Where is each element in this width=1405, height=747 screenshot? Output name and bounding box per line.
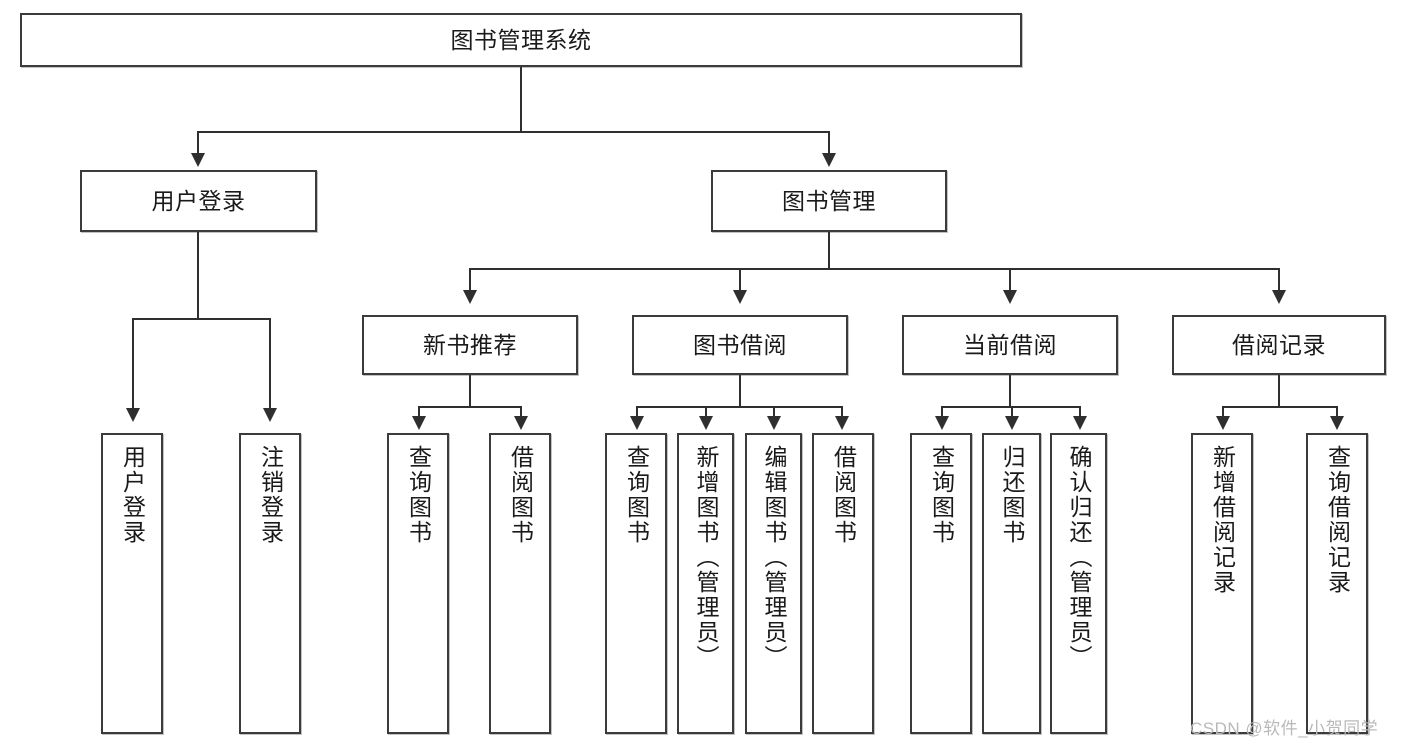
arrow-to-borrow-record — [1272, 290, 1286, 304]
edge-user-login-bus — [132, 318, 269, 320]
leaf-label: 注销登录 — [257, 445, 284, 545]
node-label: 当前借阅 — [963, 331, 1057, 358]
node-label: 图书管理系统 — [450, 26, 592, 53]
node-label: 图书借阅 — [693, 331, 787, 358]
arrow-to-leaf-logout — [263, 408, 277, 422]
leaf-borrow-book[interactable]: 借阅图书 — [812, 433, 874, 734]
edge-new-book-drop-2 — [520, 406, 522, 418]
edge-book-borrow-drop-3 — [773, 406, 775, 418]
leaf-add-borrow-record[interactable]: 新增借阅记录 — [1191, 433, 1253, 734]
edge-borrow-record-stem — [1278, 375, 1280, 408]
leaf-label: 查询图书 — [623, 445, 650, 545]
arrow-to-leaf-add-record — [1216, 416, 1230, 430]
arrow-to-new-book-recommend — [463, 290, 477, 304]
leaf-user-login[interactable]: 用户登录 — [101, 433, 163, 734]
node-label: 新书推荐 — [423, 331, 517, 358]
leaf-confirm-return-admin[interactable]: 确认归还（管理员） — [1050, 433, 1107, 734]
node-label: 用户登录 — [151, 187, 246, 214]
edge-borrow-record-drop-1 — [1222, 406, 1224, 418]
edge-level3-bus — [469, 268, 1279, 270]
arrow-to-leaf-query-book-1 — [412, 416, 426, 430]
node-book-management-system[interactable]: 图书管理系统 — [20, 13, 1022, 67]
arrow-to-leaf-query-book-3 — [935, 416, 949, 430]
edge-user-login-drop-2 — [269, 318, 271, 410]
edge-current-borrow-stem — [1009, 375, 1011, 408]
leaf-label: 借阅图书 — [507, 445, 534, 545]
edge-level3-drop-3 — [1009, 268, 1011, 292]
node-book-management[interactable]: 图书管理 — [711, 170, 947, 232]
edge-current-borrow-drop-3 — [1079, 406, 1081, 418]
arrow-to-leaf-confirm-return — [1073, 416, 1087, 430]
edge-level2-drop-2 — [828, 131, 830, 155]
leaf-label: 查询借阅记录 — [1324, 445, 1351, 595]
leaf-label: 查询图书 — [405, 445, 432, 545]
leaf-label: 编辑图书（管理员） — [760, 445, 787, 670]
node-label: 借阅记录 — [1232, 331, 1326, 358]
arrow-to-leaf-query-record — [1330, 416, 1344, 430]
arrow-to-leaf-borrow-book-2 — [835, 416, 849, 430]
edge-book-borrow-bus — [636, 406, 843, 408]
edge-level2-drop-1 — [197, 131, 199, 155]
leaf-return-book[interactable]: 归还图书 — [982, 433, 1041, 734]
leaf-add-book-admin[interactable]: 新增图书（管理员） — [677, 433, 734, 734]
leaf-label: 查询图书 — [928, 445, 955, 545]
arrow-to-leaf-add-book — [699, 416, 713, 430]
edge-borrow-record-drop-2 — [1336, 406, 1338, 418]
leaf-query-book-recommend[interactable]: 查询图书 — [387, 433, 449, 734]
edge-level3-drop-1 — [469, 268, 471, 292]
edge-level3-drop-4 — [1278, 268, 1280, 292]
leaf-logout[interactable]: 注销登录 — [239, 433, 301, 734]
leaf-query-book-borrow[interactable]: 查询图书 — [605, 433, 667, 734]
node-current-borrow[interactable]: 当前借阅 — [902, 315, 1118, 375]
arrow-to-book-management — [822, 153, 836, 167]
edge-book-borrow-drop-2 — [705, 406, 707, 418]
leaf-label: 新增图书（管理员） — [692, 445, 719, 670]
edge-current-borrow-drop-1 — [941, 406, 943, 418]
node-book-borrow[interactable]: 图书借阅 — [632, 315, 848, 375]
arrow-to-leaf-user-login — [126, 408, 140, 422]
arrow-to-current-borrow — [1003, 290, 1017, 304]
edge-level3-drop-2 — [739, 268, 741, 292]
node-new-book-recommend[interactable]: 新书推荐 — [362, 315, 578, 375]
leaf-label: 确认归还（管理员） — [1065, 445, 1092, 670]
edge-user-login-drop-1 — [132, 318, 134, 410]
edge-level2-bus — [197, 131, 830, 133]
edge-book-borrow-stem — [739, 375, 741, 408]
edge-user-login-stem — [197, 232, 199, 320]
node-borrow-record[interactable]: 借阅记录 — [1172, 315, 1386, 375]
edge-book-management-stem — [828, 232, 830, 270]
arrow-to-book-borrow — [733, 290, 747, 304]
leaf-label: 新增借阅记录 — [1209, 445, 1236, 595]
arrow-to-user-login — [191, 153, 205, 167]
edge-new-book-drop-1 — [418, 406, 420, 418]
leaf-label: 借阅图书 — [830, 445, 857, 545]
leaf-edit-book-admin[interactable]: 编辑图书（管理员） — [745, 433, 802, 734]
edge-new-book-stem — [469, 375, 471, 408]
leaf-query-book-current[interactable]: 查询图书 — [910, 433, 972, 734]
edge-new-book-bus — [418, 406, 522, 408]
leaf-borrow-book-recommend[interactable]: 借阅图书 — [489, 433, 551, 734]
leaf-label: 用户登录 — [119, 445, 146, 545]
leaf-query-borrow-record[interactable]: 查询借阅记录 — [1306, 433, 1368, 734]
edge-book-borrow-drop-1 — [636, 406, 638, 418]
edge-borrow-record-bus — [1222, 406, 1338, 408]
node-user-login[interactable]: 用户登录 — [80, 170, 317, 232]
arrow-to-leaf-edit-book — [767, 416, 781, 430]
leaf-label: 归还图书 — [998, 445, 1025, 545]
arrow-to-leaf-query-book-2 — [630, 416, 644, 430]
edge-book-borrow-drop-4 — [841, 406, 843, 418]
edge-root-stem — [520, 67, 522, 131]
arrow-to-leaf-return-book — [1005, 416, 1019, 430]
arrow-to-leaf-borrow-book-1 — [514, 416, 528, 430]
node-label: 图书管理 — [782, 187, 876, 214]
edge-current-borrow-drop-2 — [1011, 406, 1013, 418]
